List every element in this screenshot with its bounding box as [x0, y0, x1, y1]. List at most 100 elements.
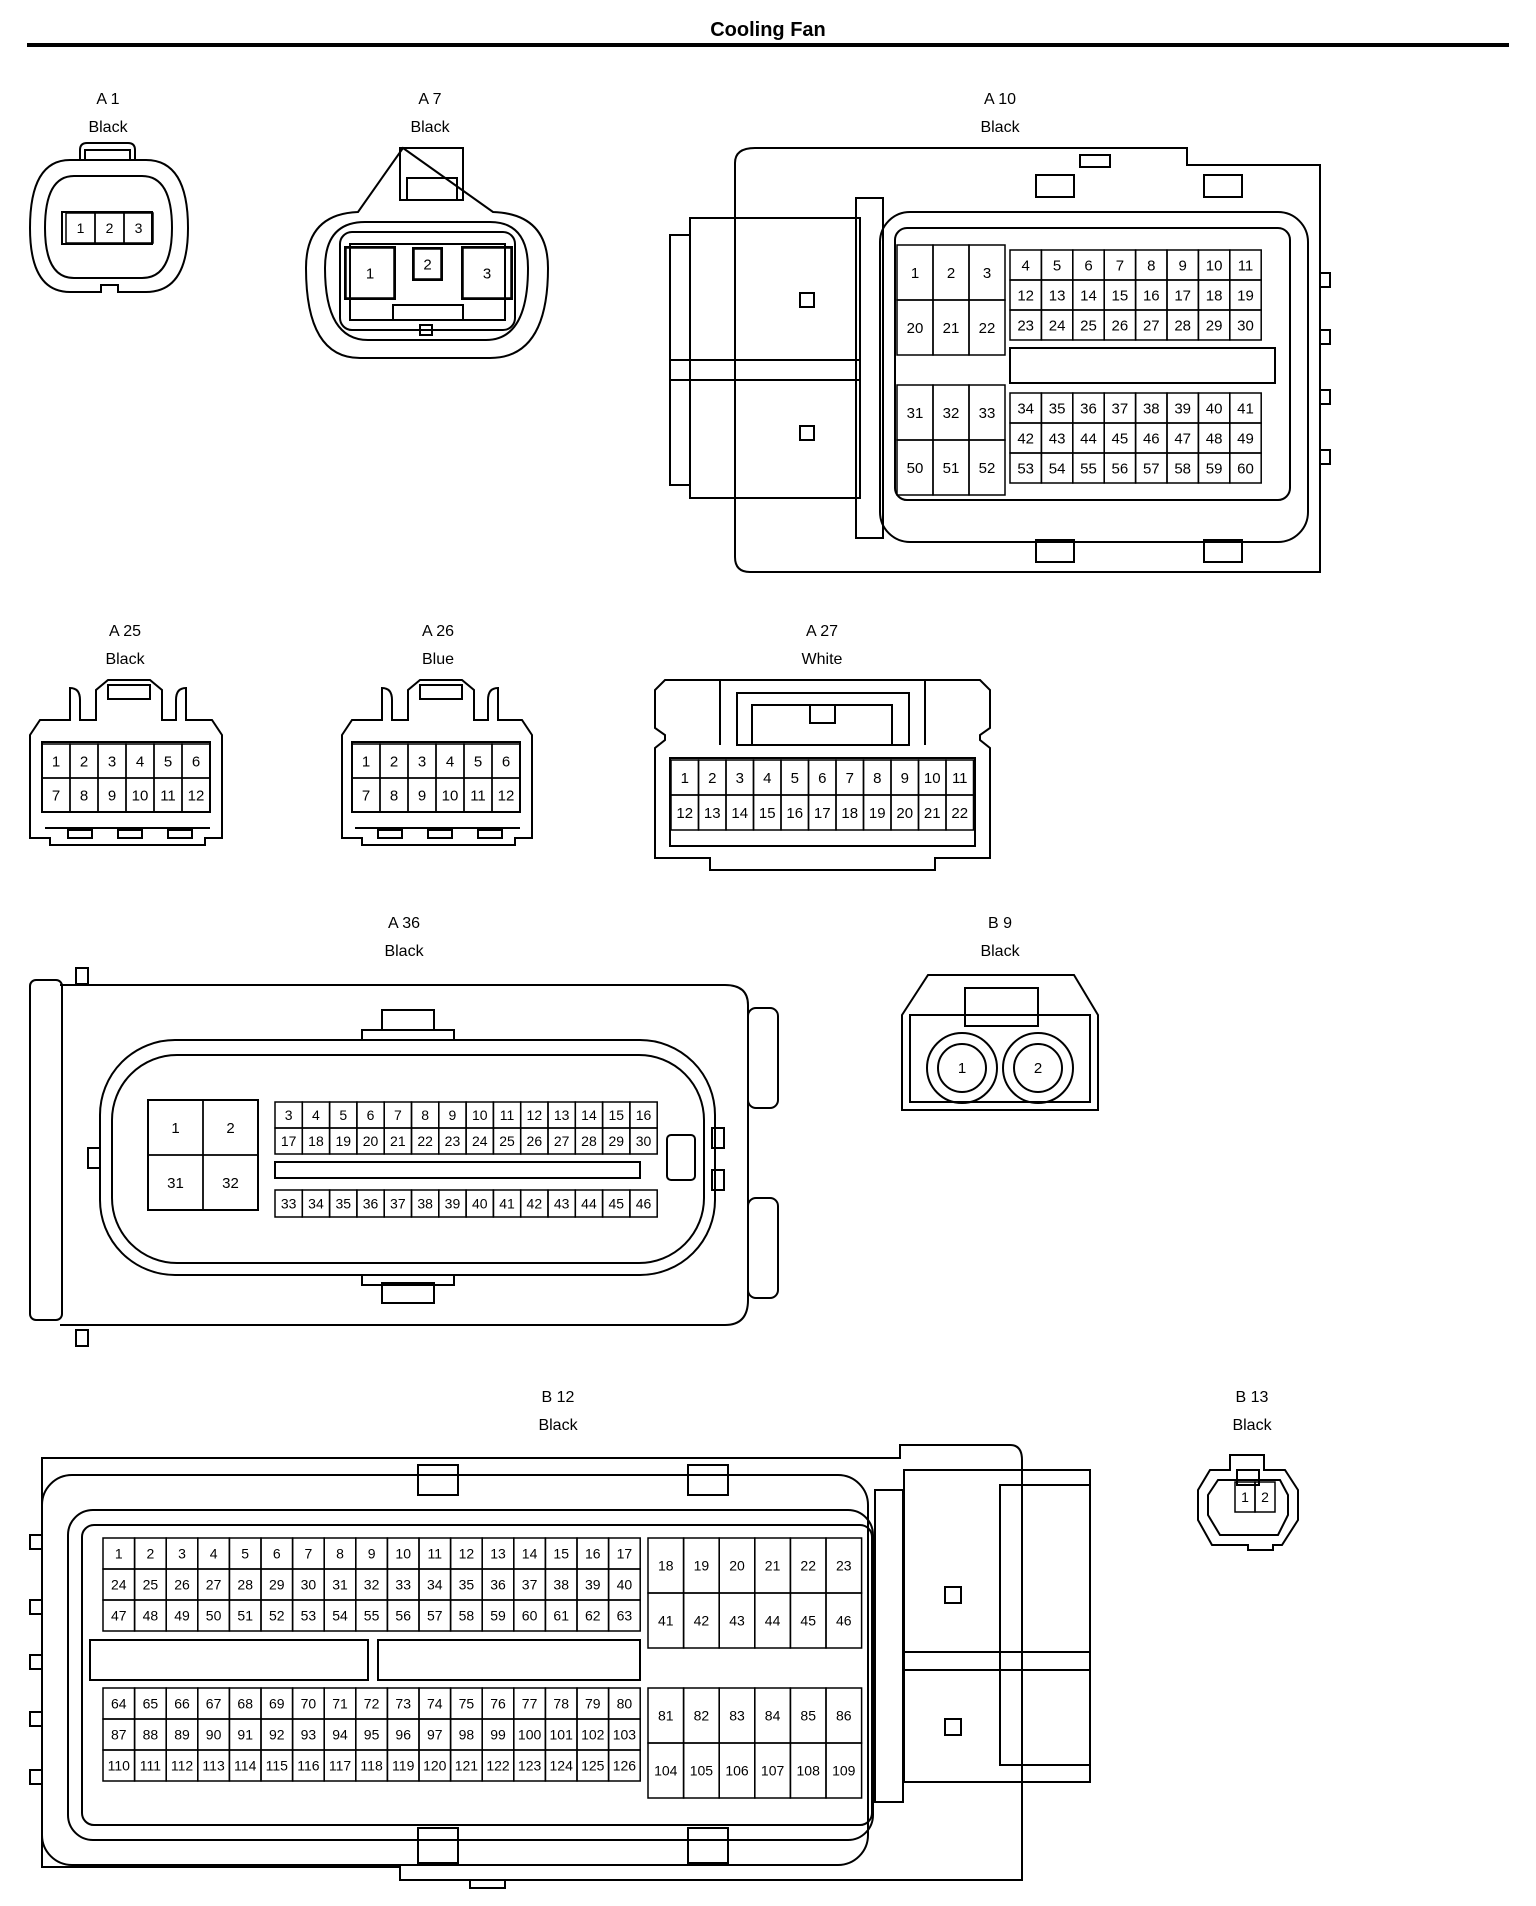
connector-b12-pin-cell: [607, 1599, 641, 1632]
connector-b12-pin: 54: [332, 1608, 348, 1624]
connector-b12-pin: 99: [490, 1727, 506, 1743]
connector-a10-pin: 13: [1049, 287, 1066, 304]
connector-a36-pin: 37: [390, 1196, 406, 1212]
connector-b12-pin: 79: [585, 1696, 601, 1712]
connector-b12-pin: 36: [490, 1577, 506, 1593]
connector-a10-pin: 55: [1080, 460, 1097, 477]
connector-a36-pin: 11: [500, 1107, 515, 1123]
connector-a10-pin: 34: [1017, 400, 1034, 417]
connector-a10-pin-cell: [1229, 452, 1262, 484]
connector-a36-pin: 16: [636, 1107, 652, 1123]
connector-a10-pin: 3: [983, 265, 991, 282]
connector-b13-color: Black: [1232, 1417, 1272, 1434]
connector-a10-pin: 30: [1237, 317, 1254, 334]
connector-a10-pin: 58: [1174, 460, 1191, 477]
connector-b12-pin: 125: [581, 1758, 605, 1774]
connector-a10-pin: 7: [1116, 257, 1124, 274]
connector-b12-pin: 87: [111, 1727, 127, 1743]
connector-a26-id: A 26: [422, 623, 454, 640]
connector-a36-pin: 35: [335, 1196, 351, 1212]
connector-b12-pin: 2: [147, 1546, 155, 1562]
connector-b12-pin: 126: [613, 1758, 637, 1774]
connector-a36-pin: 28: [581, 1133, 597, 1149]
connector-b12-pin: 56: [395, 1608, 411, 1624]
connector-b12-pin: 24: [111, 1577, 127, 1593]
connector-a10-pin: 44: [1080, 430, 1097, 447]
connector-b12-pin: 107: [761, 1763, 785, 1779]
connector-a36-pin: 20: [363, 1133, 379, 1149]
connector-a26-pin: 10: [442, 787, 459, 804]
connector-b12-pin: 33: [395, 1577, 411, 1593]
connector-a36-pin: 4: [312, 1107, 320, 1123]
connector-a27-id: A 27: [806, 623, 838, 640]
connector-b12-pin: 11: [428, 1546, 443, 1562]
connector-b12-pin: 40: [617, 1577, 633, 1593]
connector-a27-pin: 1: [681, 770, 689, 787]
connector-a36-pin: 21: [390, 1133, 406, 1149]
connector-a25-pin: 1: [52, 753, 60, 770]
connector-b12-pin: 106: [725, 1763, 749, 1779]
connector-a7-pin: 2: [423, 256, 431, 273]
connector-b12-pin: 41: [658, 1613, 674, 1629]
connector-b13-pin: 2: [1261, 1489, 1269, 1505]
connector-b12-pin: 100: [518, 1727, 542, 1743]
connector-a7-housing: [304, 146, 550, 359]
connector-b12-housing: [29, 1444, 1091, 1889]
connector-b12-pin: 34: [427, 1577, 443, 1593]
connector-a25-pin: 6: [192, 753, 200, 770]
connector-a27-pin: 8: [873, 770, 881, 787]
connector-a10-pin: 47: [1174, 430, 1191, 447]
connector-b12-pin: 61: [553, 1608, 569, 1624]
connector-a36-pin: 33: [281, 1196, 297, 1212]
connector-a10-pin: 23: [1017, 317, 1034, 334]
connector-b12-pin: 30: [301, 1577, 317, 1593]
connector-b12-pin: 55: [364, 1608, 380, 1624]
connector-a10-pin: 33: [979, 405, 996, 422]
connector-b12-pin: 12: [459, 1546, 475, 1562]
connector-a27-pin: 7: [846, 770, 854, 787]
connector-a36-pin: 39: [445, 1196, 461, 1212]
connector-a10-pin: 14: [1080, 287, 1097, 304]
connector-a25-pin: 8: [80, 787, 88, 804]
connector-b12-pin: 60: [522, 1608, 538, 1624]
connector-a10-pin-cell: [968, 439, 1006, 496]
connector-b12-pin: 53: [301, 1608, 317, 1624]
connector-a10-pin: 39: [1174, 400, 1191, 417]
connector-a7-pin-cell: [413, 248, 442, 280]
connector-b12-pin: 105: [690, 1763, 714, 1779]
connector-a26-pin: 8: [390, 787, 398, 804]
connector-a36-id: A 36: [388, 915, 420, 932]
connector-b12-pin: 95: [364, 1727, 380, 1743]
connector-a25-pin: 12: [188, 787, 205, 804]
connector-b12-pin: 1: [115, 1546, 123, 1562]
connector-a10-pin: 42: [1017, 430, 1034, 447]
connector-a27-pin: 9: [901, 770, 909, 787]
connector-a10-pin: 46: [1143, 430, 1160, 447]
connector-b12-pin: 72: [364, 1696, 380, 1712]
connector-b12-pin: 58: [459, 1608, 475, 1624]
connector-b12-pin: 50: [206, 1608, 222, 1624]
connector-a1-housing: [28, 142, 190, 293]
connector-a10-pin: 27: [1143, 317, 1160, 334]
connector-a36-pin: 44: [581, 1196, 597, 1212]
connector-a36-pin-cell: [629, 1127, 658, 1155]
connector-b12-pin: 112: [171, 1758, 194, 1774]
connector-a27-housing: [654, 679, 991, 871]
connector-a36-pin: 7: [394, 1107, 402, 1123]
connector-b12-pin: 70: [301, 1696, 317, 1712]
connector-b12-pin: 43: [729, 1613, 745, 1629]
connector-b12-pin-cell: [825, 1592, 863, 1649]
connector-b12-pin: 20: [729, 1558, 745, 1574]
connector-a7-pin-cell: [462, 247, 512, 299]
connector-b12-pin: 97: [427, 1727, 443, 1743]
connector-b12-pin: 23: [836, 1558, 852, 1574]
connector-a10-pin: 12: [1017, 287, 1034, 304]
connector-b12-pin: 117: [329, 1758, 352, 1774]
connector-b12-pin: 123: [518, 1758, 542, 1774]
connector-b12-pin: 75: [459, 1696, 475, 1712]
connector-a10-pin: 20: [907, 320, 924, 337]
connector-a10-pin-cell: [968, 299, 1006, 356]
connector-a27-pin: 18: [841, 805, 858, 822]
connector-b12-pin: 108: [797, 1763, 821, 1779]
connector-b12-pin: 7: [305, 1546, 313, 1562]
